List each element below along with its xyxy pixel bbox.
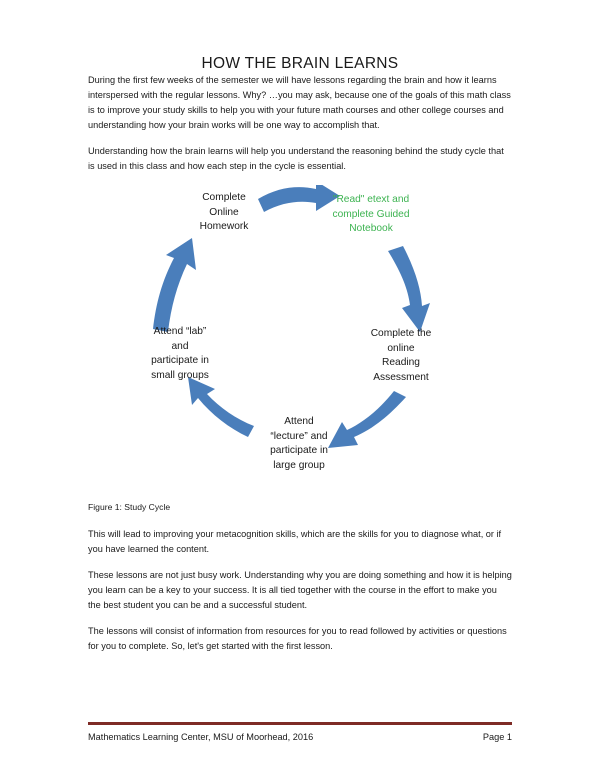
study-cycle-arrows [153, 185, 430, 449]
footer-divider [88, 722, 512, 725]
body-paragraph-3: This will lead to improving your metacog… [88, 529, 502, 555]
arrow-homework-to-read [258, 185, 340, 213]
footer-row: Mathematics Learning Center, MSU of Moor… [88, 732, 512, 742]
diagram-node-read: "Read" etext and complete Guided Noteboo… [332, 194, 410, 235]
diagram-node-reading-assessment: Complete the online Reading Assessment [370, 328, 432, 383]
page-title: HOW THE BRAIN LEARNS [201, 55, 399, 72]
intro-paragraph-1: During the first few weeks of the semest… [88, 75, 511, 130]
intro-paragraph-2: Understanding how the brain learns will … [88, 145, 504, 171]
diagram-node-lecture: Attend “lecture” and participate in larg… [270, 416, 328, 471]
body-paragraph-5: The lessons will consist of information … [88, 625, 507, 651]
diagram-node-lab: Attend “lab” and participate in small gr… [151, 326, 209, 381]
arrow-lab-to-homework [153, 238, 196, 333]
arrow-read-to-reading-assessment [388, 246, 430, 333]
diagram-node-homework: Complete Online Homework [199, 192, 249, 233]
arrow-reading-assessment-to-lecture [328, 391, 406, 449]
study-cycle-diagram: Complete Online Homework "Read" etext an… [88, 185, 512, 495]
page-footer: Mathematics Learning Center, MSU of Moor… [88, 722, 512, 742]
document-content: HOW THE BRAIN LEARNS During the first fe… [88, 0, 512, 665]
footer-page-number: Page 1 [482, 732, 512, 742]
footer-attribution: Mathematics Learning Center, MSU of Moor… [88, 732, 314, 742]
body-paragraph-4: These lessons are not just busy work. Un… [88, 570, 512, 610]
figure-caption: Figure 1: Study Cycle [88, 502, 171, 513]
arrow-lecture-to-lab [188, 377, 254, 438]
